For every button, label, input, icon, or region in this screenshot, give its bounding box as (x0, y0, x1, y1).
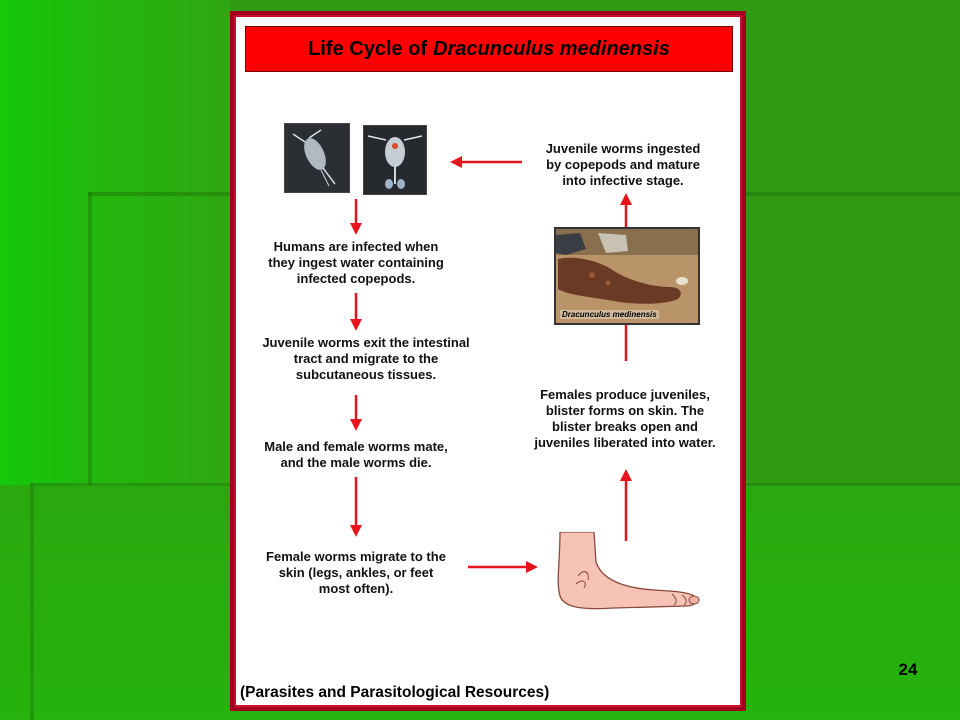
life-cycle-figure: Life Cycle of Dracunculus medinensis (230, 11, 746, 711)
background-divider (88, 192, 92, 485)
foot-illustration (557, 532, 700, 610)
step-text-line: Juvenile worms exit the intestinal (262, 335, 470, 350)
step-text-line: subcutaneous tissues. (295, 367, 437, 382)
step-text-line: into infective stage. (562, 173, 684, 188)
background-divider (30, 483, 34, 720)
step-text-line: Female worms migrate to the (266, 549, 446, 564)
title-species: Dracunculus medinensis (433, 37, 670, 60)
step-worms-mate: Male and female worms mate, and the male… (244, 439, 468, 471)
step-text-line: they ingest water containing (268, 255, 444, 270)
arrow-down-icon (350, 395, 362, 431)
citation: (Parasites and Parasitological Resources… (240, 684, 550, 701)
arrow-right-icon (468, 561, 538, 573)
infected-foot-photo: Dracunculus medinensis (554, 227, 700, 325)
step-text-line: Male and female worms mate, (264, 439, 448, 454)
step-text-line: and the male worms die. (280, 455, 432, 470)
figure-panel: Life Cycle of Dracunculus medinensis (234, 15, 742, 707)
arrow-down-icon (350, 477, 362, 537)
arrow-up-icon (624, 323, 628, 361)
step-text-line: blister breaks open and (552, 419, 698, 434)
step-text-line: tract and migrate to the (293, 351, 439, 366)
slide-number: 24 (898, 660, 918, 679)
copepod-photo-2 (363, 125, 427, 195)
copepod-photo-1 (284, 123, 350, 193)
step-text-line: by copepods and mature (546, 157, 700, 172)
step-juveniles-released: Females produce juveniles, blister forms… (518, 387, 732, 451)
step-text-line: most often). (318, 581, 394, 596)
step-text-line: Juvenile worms ingested (545, 141, 701, 156)
step-humans-infected: Humans are infected when they ingest wat… (250, 239, 462, 287)
photo-caption: Dracunculus medinensis (560, 310, 659, 319)
arrow-down-icon (350, 293, 362, 331)
step-text-line: juveniles liberated into water. (534, 435, 716, 450)
diagram-title: Life Cycle of Dracunculus medinensis (245, 26, 733, 72)
step-females-migrate: Female worms migrate to the skin (legs, … (246, 549, 466, 597)
step-text-line: skin (legs, ankles, or feet (278, 565, 434, 580)
step-text-line: Females produce juveniles, (540, 387, 710, 402)
step-text-line: infected copepods. (296, 271, 416, 286)
step-copepods-ingest: Juvenile worms ingested by copepods and … (518, 141, 728, 189)
arrow-down-icon (350, 199, 362, 235)
step-text-line: Humans are infected when (273, 239, 439, 254)
title-prefix: Life Cycle of (308, 37, 428, 60)
arrow-left-icon (450, 156, 522, 168)
arrow-up-icon (620, 193, 632, 227)
arrow-up-icon (620, 469, 632, 541)
step-text-line: blister forms on skin. The (545, 403, 705, 418)
step-exit-intestine: Juvenile worms exit the intestinal tract… (242, 335, 490, 383)
